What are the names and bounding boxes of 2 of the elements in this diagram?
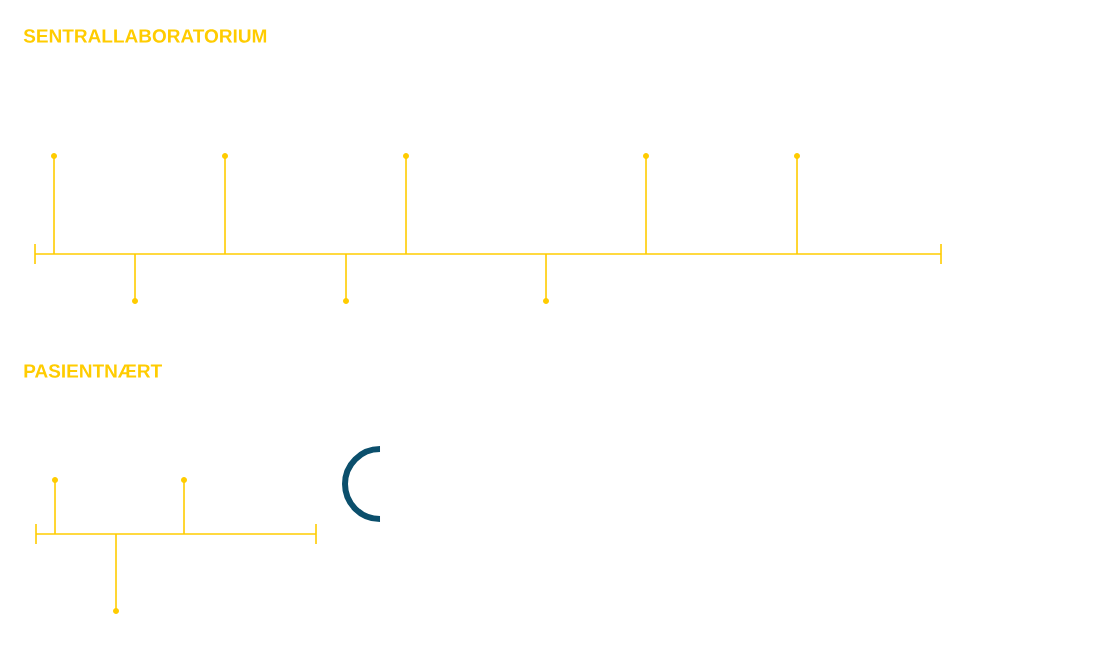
section-heading: SENTRALLABORATORIUM bbox=[23, 29, 267, 43]
section-heading: PASIENTNÆRT bbox=[24, 364, 162, 378]
